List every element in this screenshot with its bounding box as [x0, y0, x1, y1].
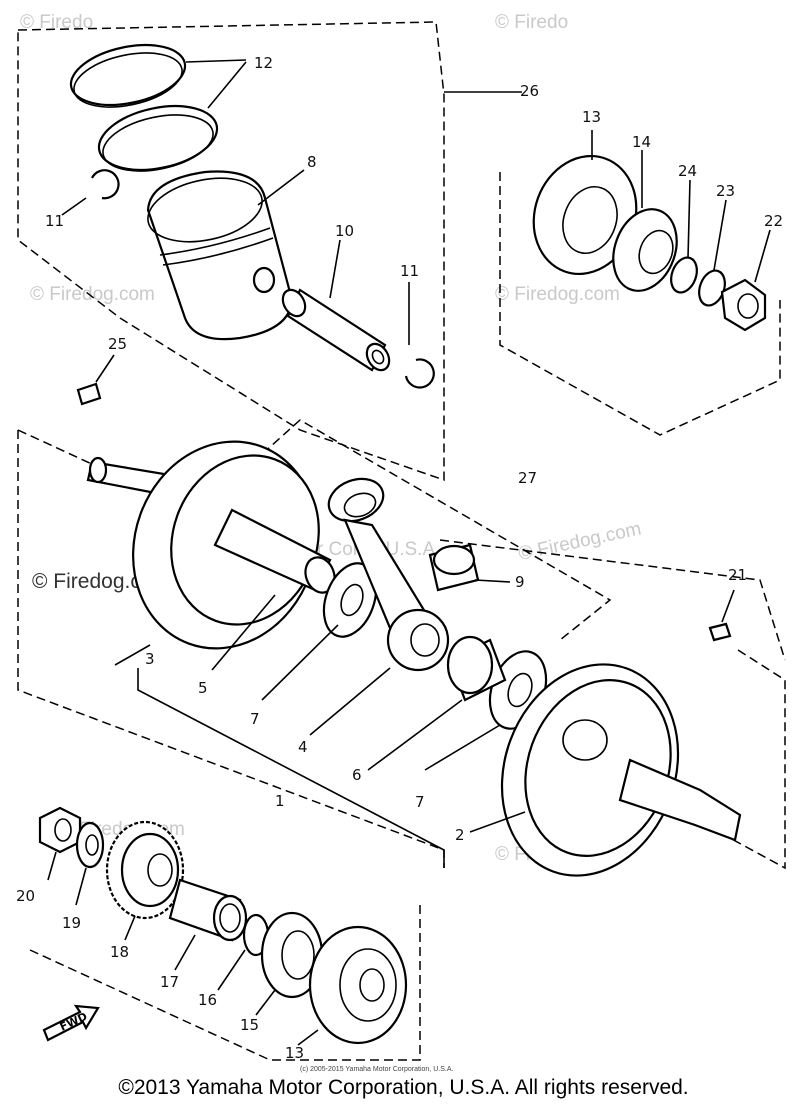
- callout-23: 23: [716, 182, 735, 200]
- callout-18: 18: [110, 943, 129, 961]
- callout-17: 17: [160, 973, 179, 991]
- callout-11: 11: [400, 262, 419, 280]
- callout-11: 11: [45, 212, 64, 230]
- bearing-group-top: [532, 130, 771, 332]
- piston-rings: [69, 43, 247, 172]
- callout-13: 13: [582, 108, 601, 126]
- callout-20: 20: [16, 887, 35, 905]
- connecting-rod: [309, 477, 450, 736]
- piston-pin: [281, 239, 391, 372]
- watermark-text: © Firedo: [20, 12, 93, 33]
- lower-parts: [38, 806, 408, 1046]
- callout-7: 7: [250, 710, 260, 728]
- callout-19: 19: [62, 914, 81, 932]
- callout-8: 8: [307, 153, 317, 171]
- crank-pin: [211, 508, 336, 671]
- callout-2: 2: [455, 826, 465, 844]
- callout-15: 15: [240, 1016, 259, 1034]
- crank-half-right: [469, 663, 742, 877]
- callout-12: 12: [254, 54, 273, 72]
- callout-27: 27: [518, 469, 537, 487]
- callout-24: 24: [678, 162, 697, 180]
- watermark-text: © Firedog.com: [495, 284, 620, 305]
- callout-10: 10: [335, 222, 354, 240]
- circlips: [61, 169, 435, 389]
- callout-7: 7: [415, 793, 425, 811]
- fwd-label: FWD: [58, 1010, 90, 1034]
- callout-1: 1: [275, 792, 285, 810]
- small-credit: (c) 2005-2015 Yamaha Motor Corporation, …: [300, 1066, 453, 1073]
- copyright-footer: ©2013 Yamaha Motor Corporation, U.S.A. A…: [118, 1076, 689, 1099]
- woodruff-key: [708, 589, 735, 642]
- callout-26: 26: [520, 82, 539, 100]
- callout-13: 13: [285, 1044, 304, 1062]
- callout-4: 4: [298, 738, 308, 756]
- callout-21: 21: [728, 566, 747, 584]
- callout-16: 16: [198, 991, 217, 1009]
- watermark-text: © Firedog.com: [30, 284, 155, 305]
- callout-3: 3: [145, 650, 155, 668]
- woodruff-key: [76, 354, 115, 406]
- callout-6: 6: [352, 766, 362, 784]
- needle-bearing: [367, 543, 511, 771]
- callout-5: 5: [198, 679, 208, 697]
- forward-arrow: FWD: [42, 1004, 100, 1042]
- piston: [146, 169, 305, 341]
- callout-14: 14: [632, 133, 651, 151]
- watermark-text: © Firedo: [495, 12, 568, 33]
- callout-22: 22: [764, 212, 783, 230]
- callout-9: 9: [515, 573, 525, 591]
- callout-labels: 12 26 8 11 10 11 13 14 24 23 22 25 27 9 …: [16, 54, 783, 1062]
- thrust-washer: [261, 562, 548, 771]
- group-outlines: [17, 21, 786, 1061]
- callout-25: 25: [108, 335, 127, 353]
